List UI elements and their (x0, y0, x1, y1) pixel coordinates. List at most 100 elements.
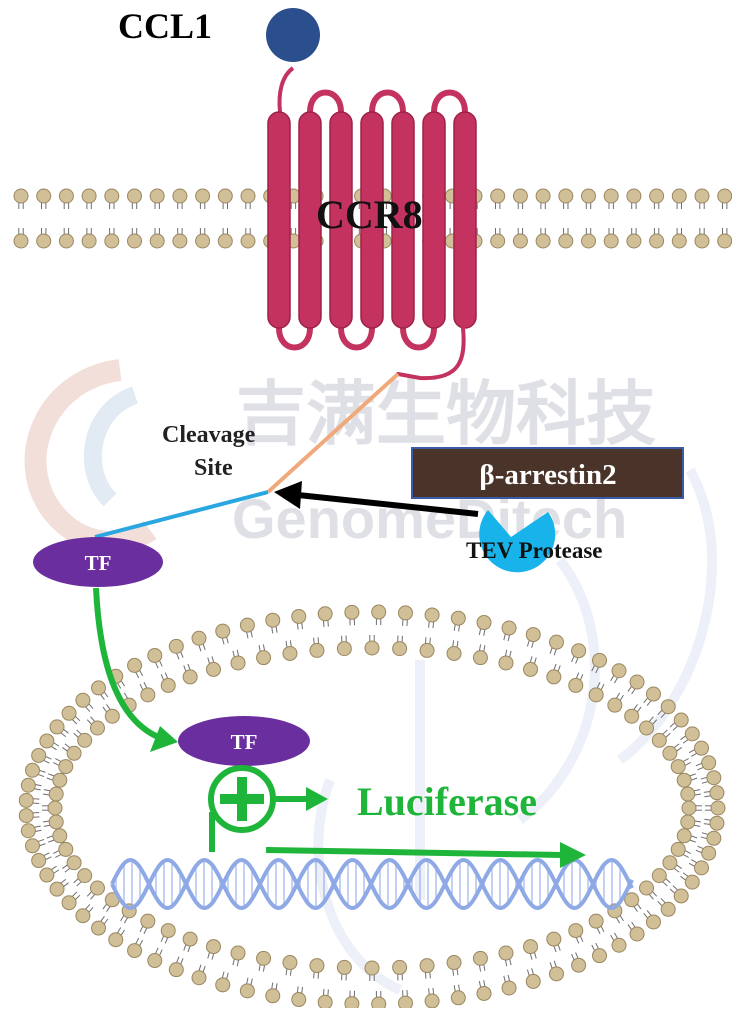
nuclear-lipid-outer (192, 631, 206, 651)
lipid-lower (672, 228, 686, 248)
nuclear-lipid-outer (318, 607, 332, 627)
lipid-lower (491, 228, 505, 248)
nuclear-lipid-inner (87, 717, 104, 735)
lipid-upper (582, 189, 596, 209)
lipid-upper (105, 189, 119, 209)
cleavage-site-label-line1: Cleavage (162, 422, 256, 448)
nuclear-lipid-inner (499, 946, 513, 966)
nuclear-lipid-outer (705, 801, 725, 815)
nuclear-lipid-inner (74, 869, 92, 886)
lipid-lower (582, 228, 596, 248)
nuclear-lipid-outer (266, 613, 280, 633)
nuclear-lipid-inner (43, 815, 63, 829)
dna-helix (112, 860, 632, 908)
nuclear-lipid-outer (25, 763, 45, 777)
receptor-n-terminus (280, 68, 293, 112)
nuclear-lipid-inner (393, 636, 407, 656)
nuclear-lipid-outer (169, 639, 183, 659)
nuclear-lipid-inner (589, 914, 604, 934)
nuclear-lipid-inner (257, 644, 271, 664)
nuclear-lipid-inner (161, 673, 175, 693)
nuclear-lipid-inner (42, 801, 62, 815)
nuclear-lipid-inner (677, 773, 697, 787)
nuclear-lipid-outer (128, 658, 143, 678)
tf-membrane-label: TF (85, 551, 112, 575)
nuclear-lipid-outer (192, 965, 206, 985)
nuclear-lipid-inner (473, 951, 487, 971)
nuclear-lipid-outer (526, 968, 540, 988)
nuclear-lipid-outer (572, 644, 586, 664)
nuclear-lipid-outer (398, 606, 412, 626)
nuclear-lipid-inner (608, 693, 624, 712)
nuclear-lipid-inner (283, 640, 297, 660)
nuclear-lipid-outer (148, 948, 162, 968)
lipid-lower (37, 228, 51, 248)
nuclear-lipid-outer (611, 933, 626, 952)
receptor-intracellular-loop (279, 328, 310, 348)
nuclear-lipid-outer (19, 809, 39, 823)
nuclear-lipid-inner (310, 959, 324, 979)
nuclear-lipid-inner (625, 704, 641, 723)
nuclear-lipid-outer (76, 693, 93, 711)
nuclear-lipid-outer (318, 989, 332, 1008)
dna-strand-2 (112, 860, 632, 908)
lipid-upper (672, 189, 686, 209)
nuclear-lipid-outer (701, 771, 721, 785)
nuclear-lipid-outer (372, 991, 386, 1008)
nuclear-lipid-inner (53, 842, 73, 857)
nuclear-lipid-outer (526, 628, 540, 648)
nuclear-lipid-inner (524, 656, 538, 676)
lipid-upper (218, 189, 232, 209)
nuclear-lipid-outer (644, 687, 661, 706)
nuclear-lipid-outer (21, 778, 41, 792)
nuclear-lipid-outer (40, 866, 59, 882)
nuclear-lipid-outer (109, 928, 125, 947)
lipid-lower (105, 228, 119, 248)
nuclear-lipid-outer (169, 957, 183, 977)
lipid-upper (604, 189, 618, 209)
receptor-extracellular-loop (372, 93, 403, 113)
nuclear-lipid-inner (547, 932, 561, 952)
watermark-chinese: 吉满生物科技 (236, 375, 656, 453)
nuclear-lipid-inner (420, 637, 434, 657)
lipid-lower (241, 228, 255, 248)
lipid-lower (559, 228, 573, 248)
nuclear-lipid-inner (681, 815, 701, 829)
nuclear-lipid-outer (345, 991, 359, 1008)
nuclear-lipid-inner (420, 959, 434, 979)
nuclear-lipid-inner (47, 829, 67, 843)
nuclear-lipid-inner (499, 650, 513, 670)
nuclear-lipid-outer (372, 605, 386, 625)
nuclear-lipid-inner (671, 842, 691, 857)
nuclear-lipid-inner (663, 856, 682, 872)
lipid-upper (82, 189, 96, 209)
lipid-upper (650, 189, 664, 209)
lipid-lower (150, 228, 164, 248)
nuclear-lipid-outer (549, 635, 563, 655)
luciferase-label: Luciferase (357, 779, 537, 824)
nuclear-lipid-inner (473, 644, 487, 664)
lipid-lower (513, 228, 527, 248)
nuclear-lipid-outer (425, 988, 439, 1008)
ccr8-label: CCR8 (316, 192, 423, 237)
lipid-lower (627, 228, 641, 248)
nuclear-lipid-outer (292, 609, 306, 629)
nuclear-lipid-inner (183, 664, 197, 684)
lipid-upper (150, 189, 164, 209)
nuclear-lipid-inner (140, 914, 155, 934)
receptor-intracellular-loop (403, 328, 434, 348)
nuclear-lipid-outer (477, 980, 491, 1000)
lipid-upper (196, 189, 210, 209)
lipid-lower (82, 228, 96, 248)
nuclear-lipid-inner (257, 951, 271, 971)
nuclear-lipid-inner (140, 682, 155, 702)
lipid-upper (128, 189, 142, 209)
lipid-upper (718, 189, 732, 209)
lipid-lower (173, 228, 187, 248)
nuclear-lipid-inner (43, 787, 63, 801)
nuclear-lipid-outer (32, 853, 52, 868)
plus-activation-icon (211, 768, 328, 852)
cleavage-site-label-line2: Site (194, 455, 233, 481)
nuclear-lipid-outer (572, 952, 586, 972)
